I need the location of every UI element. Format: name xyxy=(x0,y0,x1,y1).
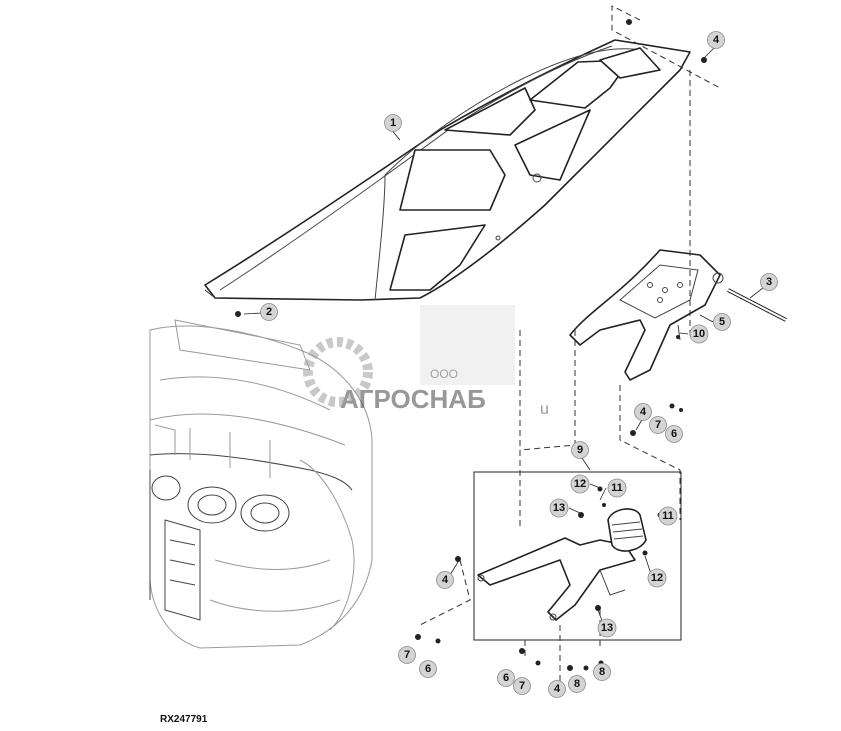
callout: 7 xyxy=(513,677,531,695)
svg-text:6: 6 xyxy=(671,428,677,440)
watermark-line2: АГРОСНАБ xyxy=(340,384,486,414)
watermark-suffix: u xyxy=(540,401,549,418)
callout: 6 xyxy=(665,425,683,443)
bracket-part xyxy=(569,249,724,381)
watermark-line1: ООО xyxy=(430,367,458,381)
callout: 7 xyxy=(398,646,416,664)
callout: 1 xyxy=(384,114,402,132)
svg-text:6: 6 xyxy=(425,663,431,675)
tractor-hood-drawing xyxy=(149,319,373,649)
svg-text:8: 8 xyxy=(599,666,605,678)
svg-text:8: 8 xyxy=(574,678,580,690)
callout: 8 xyxy=(593,663,611,681)
svg-text:12: 12 xyxy=(651,572,663,584)
callout: 4 xyxy=(548,680,566,698)
callout: 8 xyxy=(568,675,586,693)
svg-text:4: 4 xyxy=(640,406,647,418)
callout: 6 xyxy=(419,660,437,678)
callout: 7 xyxy=(649,416,667,434)
callout: 4 xyxy=(634,403,652,421)
callout: 6 xyxy=(497,669,515,687)
callout: 10 xyxy=(689,324,709,344)
callout: 11 xyxy=(658,506,678,526)
callout: 13 xyxy=(597,618,617,638)
svg-text:3: 3 xyxy=(766,276,772,288)
svg-text:13: 13 xyxy=(553,502,565,514)
drawing-id: RX247791 xyxy=(160,714,208,725)
callout: 12 xyxy=(570,474,590,494)
callout: 2 xyxy=(260,303,278,321)
callout: 4 xyxy=(707,31,725,49)
svg-text:7: 7 xyxy=(519,680,525,692)
svg-text:1: 1 xyxy=(390,117,396,129)
svg-text:7: 7 xyxy=(655,419,661,431)
svg-text:6: 6 xyxy=(503,672,509,684)
svg-text:9: 9 xyxy=(577,444,583,456)
damper-assembly-part xyxy=(477,508,647,621)
callout: 5 xyxy=(713,313,731,331)
svg-text:10: 10 xyxy=(693,328,705,340)
callout: 12 xyxy=(647,568,667,588)
callout: 13 xyxy=(549,498,569,518)
svg-text:4: 4 xyxy=(442,574,449,586)
callout: 11 xyxy=(607,478,627,498)
svg-text:2: 2 xyxy=(266,306,272,318)
svg-text:11: 11 xyxy=(611,482,623,494)
main-frame-part xyxy=(204,39,691,301)
svg-text:4: 4 xyxy=(713,34,720,46)
callouts: 1 2 3 4 5 10 4 7 6 9 12 11 13 11 12 13 4… xyxy=(260,31,778,698)
agrosnab-watermark: ООО АГРОСНАБ u xyxy=(303,305,549,418)
inset-box xyxy=(473,471,682,641)
svg-text:11: 11 xyxy=(662,510,674,522)
svg-text:5: 5 xyxy=(719,316,725,328)
callout: 9 xyxy=(571,441,589,459)
svg-text:7: 7 xyxy=(404,649,410,661)
svg-text:4: 4 xyxy=(554,683,561,695)
pin-part xyxy=(727,288,787,322)
callout: 3 xyxy=(760,273,778,291)
svg-text:12: 12 xyxy=(574,478,586,490)
svg-text:13: 13 xyxy=(601,622,613,634)
callout: 4 xyxy=(436,571,454,589)
